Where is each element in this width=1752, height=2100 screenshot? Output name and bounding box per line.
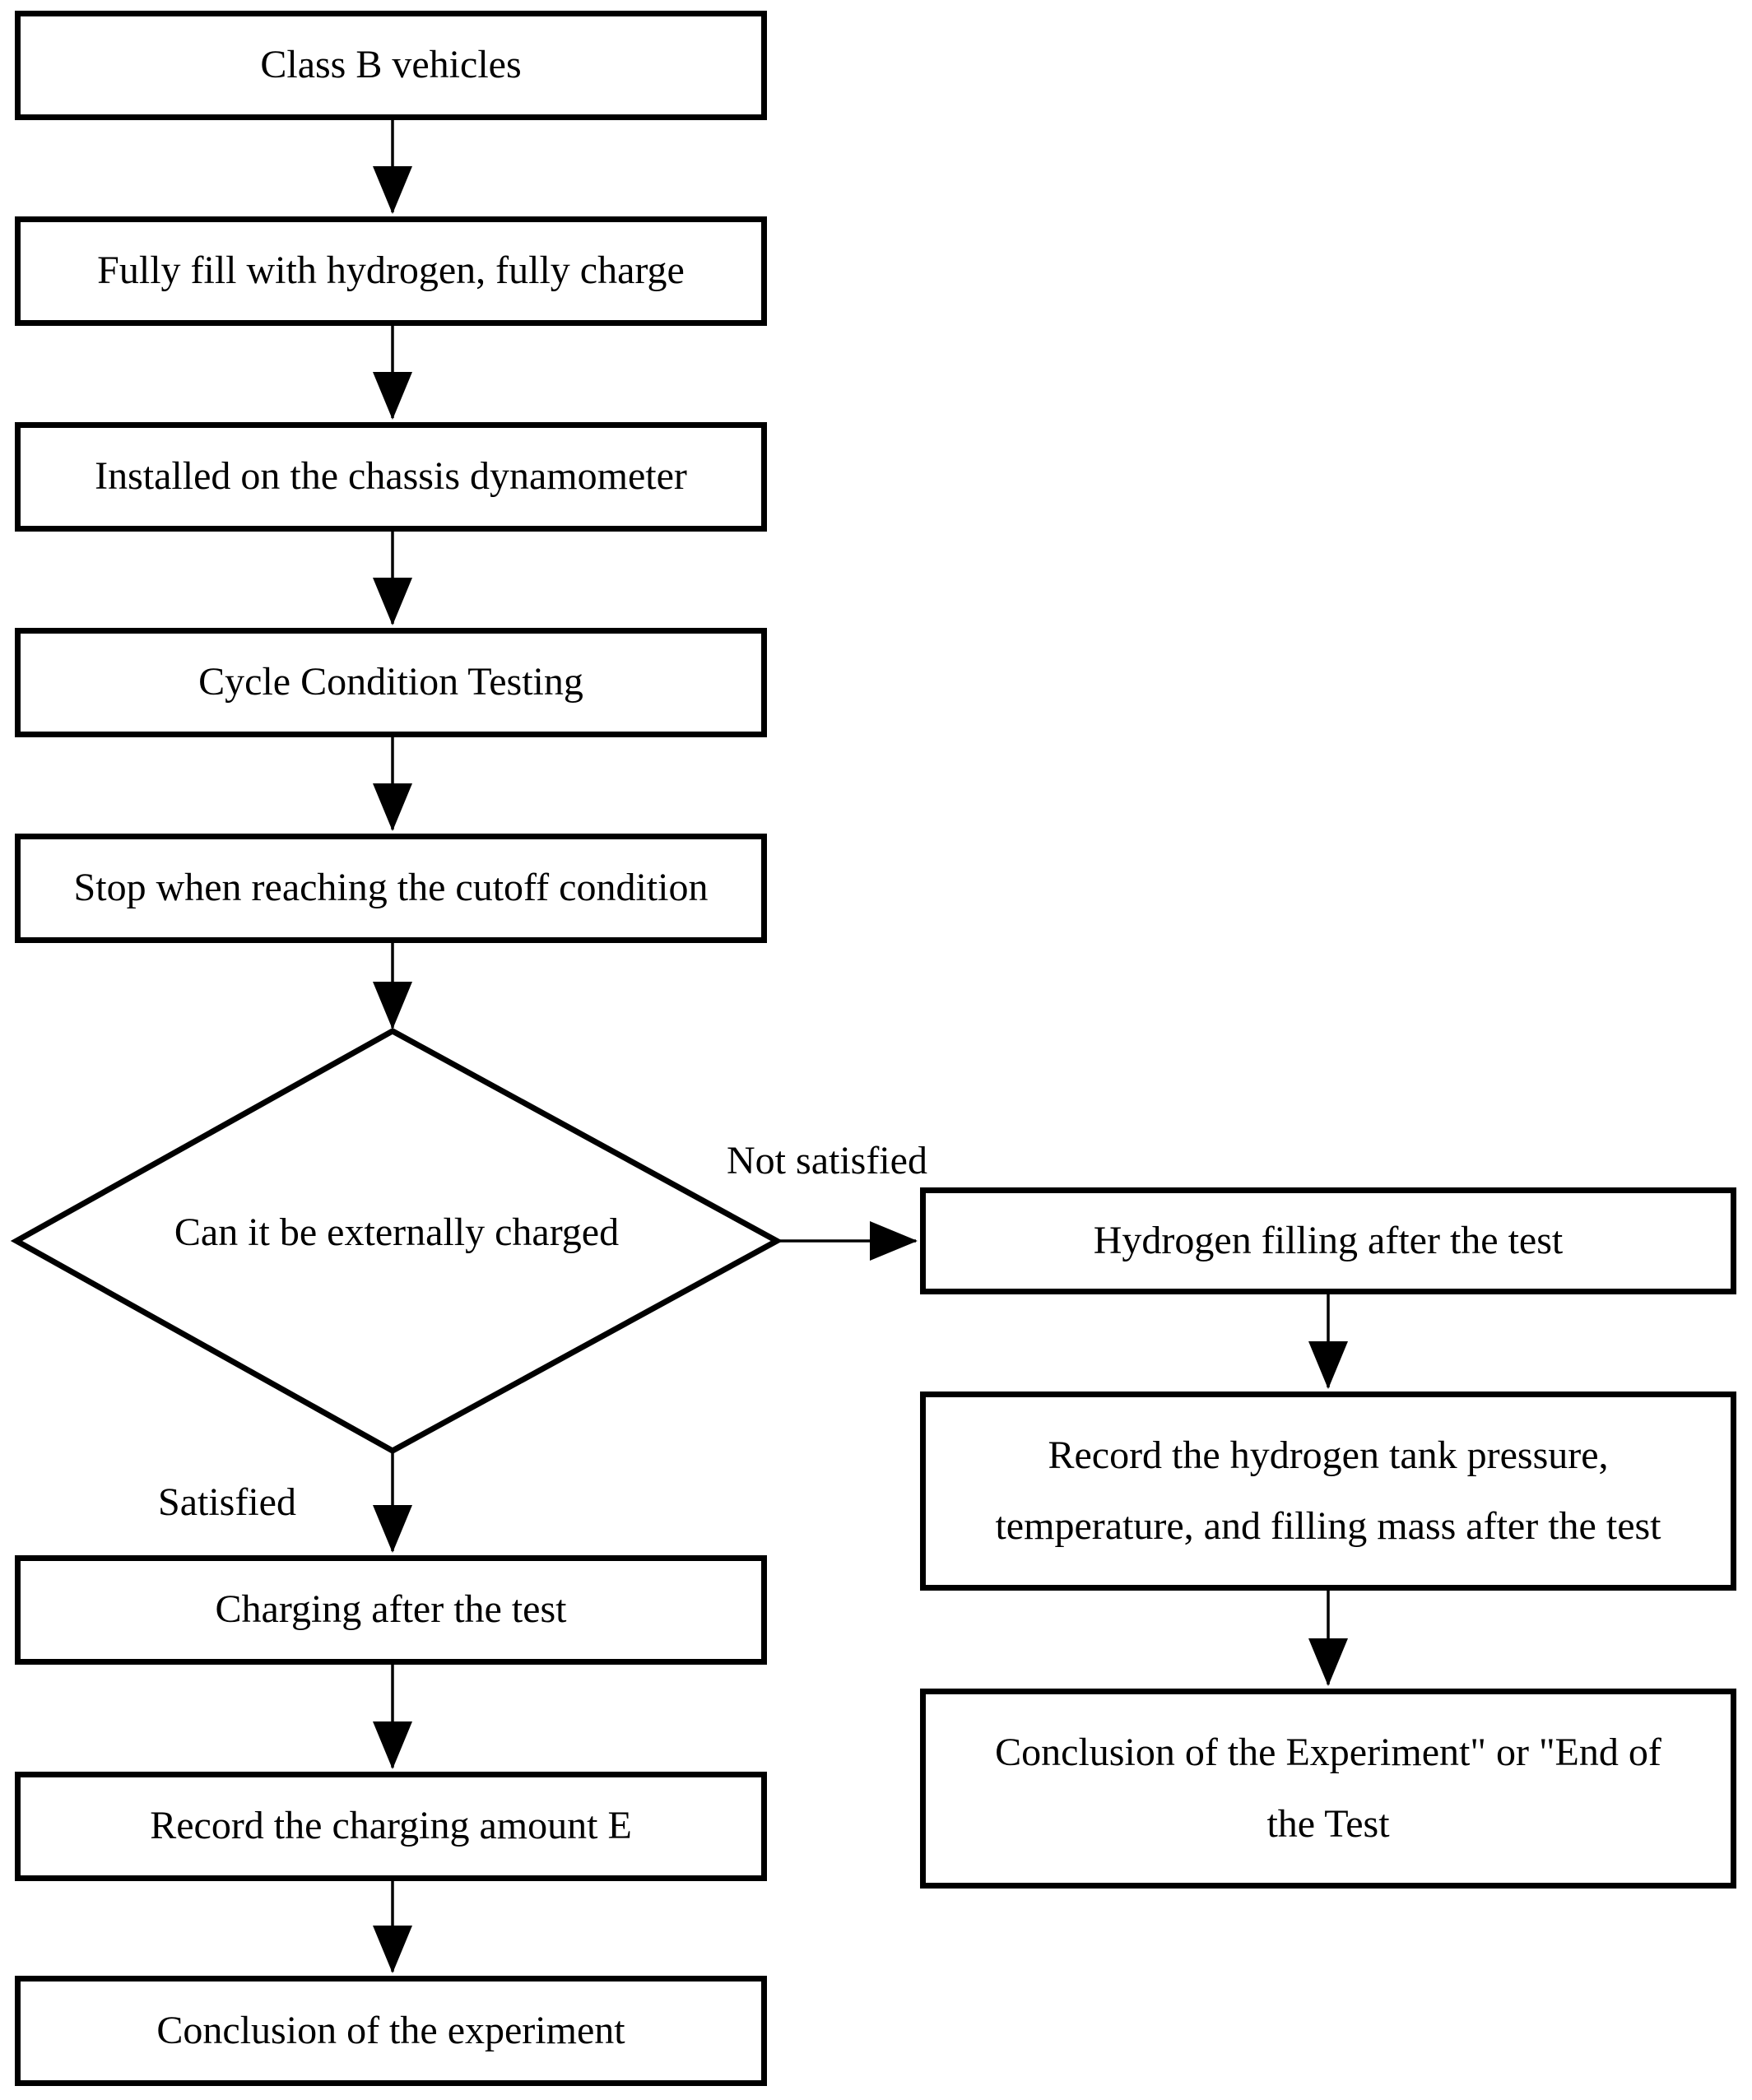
decision-label: Can it be externally charged [174, 1210, 620, 1254]
step-label: Fully fill with hydrogen, fully charge [97, 249, 685, 293]
step-record-tank-pressure-temp-mass: Record the hydrogen tank pressure, tempe… [920, 1391, 1736, 1591]
step-cycle-condition-testing: Cycle Condition Testing [15, 628, 767, 737]
step-label: Class B vehicles [260, 43, 522, 87]
step-label-line: Conclusion of the Experiment" or "End of [995, 1731, 1661, 1775]
step-installed-chassis-dynamometer: Installed on the chassis dynamometer [15, 422, 767, 532]
step-charging-after-test: Charging after the test [15, 1555, 767, 1665]
step-label: Conclusion of the experiment [156, 2008, 625, 2052]
edge-label-satisfied: Satisfied [158, 1480, 296, 1524]
step-fully-fill-hydrogen-charge: Fully fill with hydrogen, fully charge [15, 216, 767, 326]
step-label: Cycle Condition Testing [198, 660, 583, 704]
step-label: Record the charging amount E [150, 1804, 632, 1848]
step-class-b-vehicles: Class B vehicles [15, 11, 767, 120]
step-conclusion-or-end-of-test: Conclusion of the Experiment" or "End of… [920, 1689, 1736, 1889]
edge-label-not-satisfied: Not satisfied [727, 1139, 927, 1182]
step-label: Installed on the chassis dynamometer [95, 454, 687, 499]
step-label-line: the Test [1266, 1801, 1390, 1846]
step-label-line: Record the hydrogen tank pressure, [1048, 1433, 1609, 1477]
step-conclusion-experiment: Conclusion of the experiment [15, 1976, 767, 2086]
step-hydrogen-filling-after-test: Hydrogen filling after the test [920, 1187, 1736, 1294]
step-label: Stop when reaching the cutoff condition [73, 866, 709, 910]
step-label: Charging after the test [215, 1587, 567, 1632]
step-stop-cutoff-condition: Stop when reaching the cutoff condition [15, 834, 767, 943]
step-label: Hydrogen filling after the test [1093, 1218, 1564, 1262]
step-label-line: temperature, and filling mass after the … [995, 1504, 1661, 1548]
step-record-charging-amount: Record the charging amount E [15, 1772, 767, 1881]
